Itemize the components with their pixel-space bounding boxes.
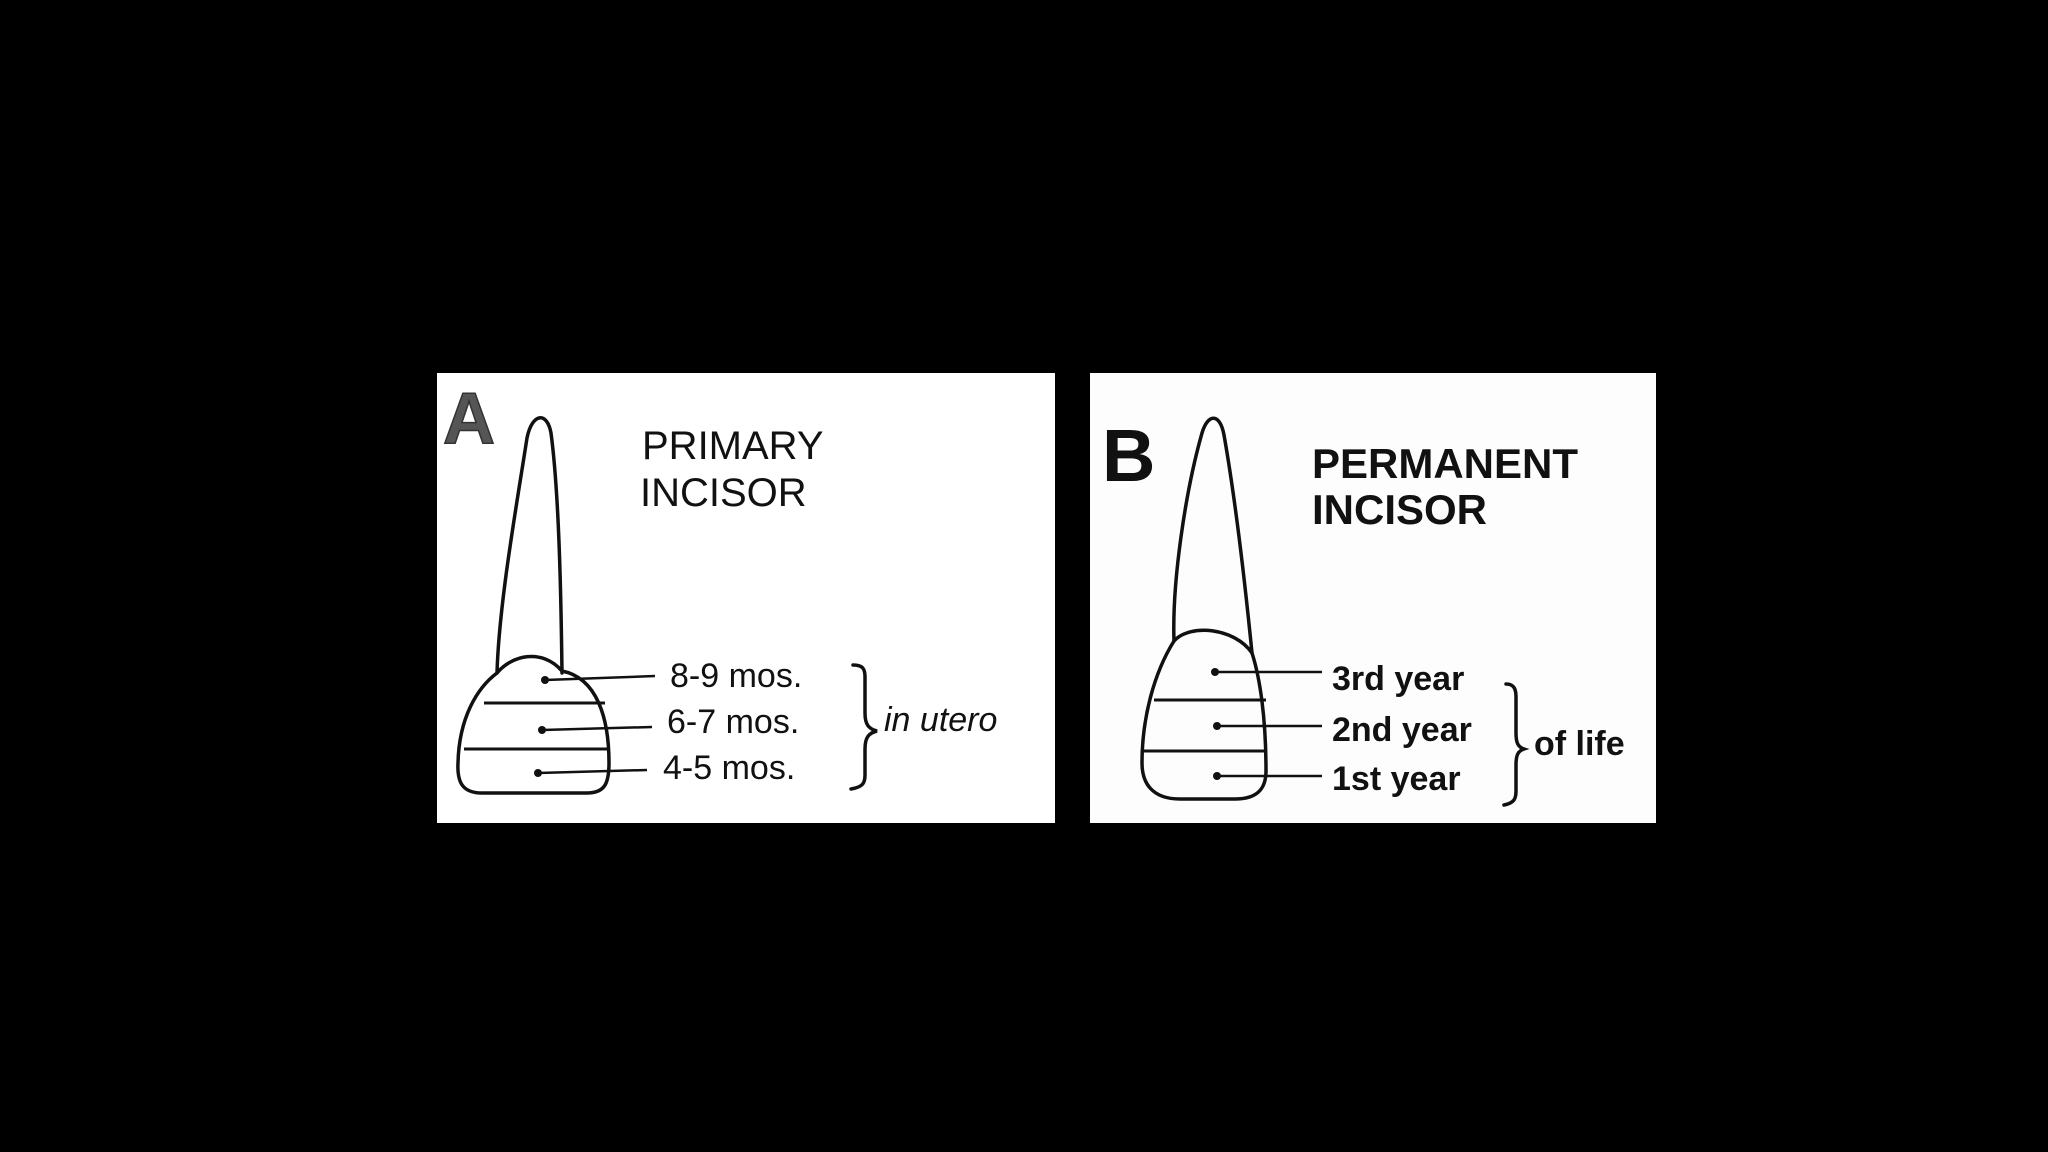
- group-label-in-utero: in utero: [884, 701, 997, 739]
- tooth-root-outline: [1174, 418, 1252, 653]
- leader-line-1: [545, 676, 655, 680]
- tooth-root-outline: [497, 418, 562, 673]
- stage-label-1: 3rd year: [1332, 660, 1464, 698]
- tooth-crown-outline: [1142, 630, 1266, 799]
- panel-b-title-line1: PERMANENT: [1312, 440, 1578, 487]
- stage-label-3: 4-5 mos.: [663, 749, 795, 787]
- stage-label-2: 6-7 mos.: [667, 703, 799, 741]
- panel-primary-incisor: A PRIMARY INCISOR 8-9 mos. 6-7 mos. 4-5 …: [437, 373, 1055, 823]
- panel-permanent-incisor: B PERMANENT INCISOR 3rd year 2nd year 1s…: [1090, 373, 1656, 823]
- stage-label-1: 8-9 mos.: [670, 657, 802, 695]
- panel-letter-a: A: [443, 379, 495, 459]
- leader-line-2: [542, 727, 652, 730]
- stage-label-3: 1st year: [1332, 760, 1461, 798]
- stage-label-2: 2nd year: [1332, 711, 1472, 749]
- group-brace: [851, 665, 877, 789]
- group-brace: [1504, 684, 1524, 805]
- panel-a-title-line1: PRIMARY: [642, 424, 824, 468]
- group-label-of-life: of life: [1534, 725, 1625, 763]
- panel-a-title-line2: INCISOR: [640, 471, 807, 515]
- panel-b-title-line2: INCISOR: [1312, 486, 1487, 533]
- permanent-incisor-diagram: B PERMANENT INCISOR 3rd year 2nd year 1s…: [1090, 373, 1656, 823]
- panel-letter-b: B: [1102, 414, 1155, 497]
- primary-incisor-diagram: A PRIMARY INCISOR 8-9 mos. 6-7 mos. 4-5 …: [437, 373, 1055, 823]
- leader-line-3: [538, 770, 647, 773]
